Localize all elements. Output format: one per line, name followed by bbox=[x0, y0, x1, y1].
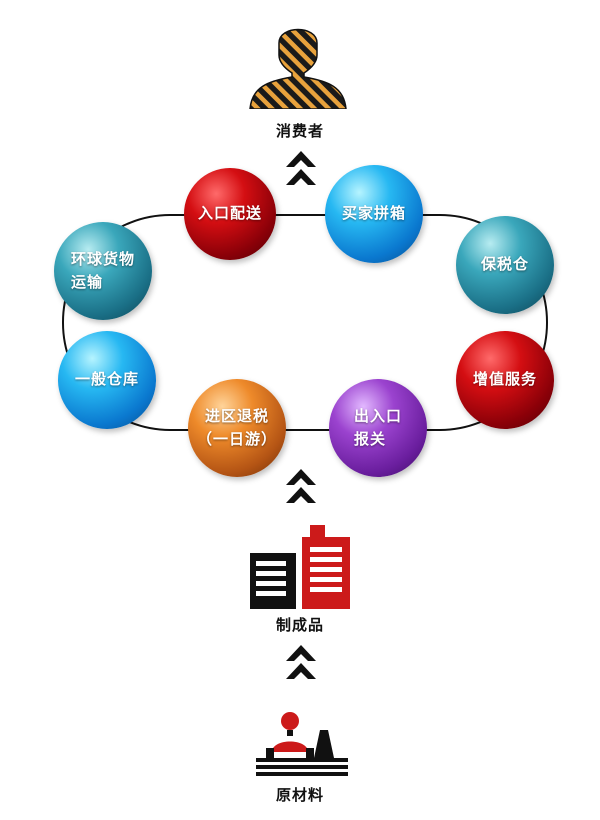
double-chevron-up-icon bbox=[286, 469, 316, 503]
consumer-icon bbox=[249, 28, 347, 109]
double-chevron-up-icon bbox=[286, 645, 316, 679]
service-buyer-consolidation: 买家拼箱 bbox=[325, 165, 423, 263]
service-import-delivery: 入口配送 bbox=[184, 168, 276, 260]
service-import-export-clearance: 出入口 报关 bbox=[329, 379, 427, 477]
service-value-added: 增值服务 bbox=[456, 331, 554, 429]
service-general-warehouse: 一般仓库 bbox=[58, 331, 156, 429]
service-bonded-warehouse: 保税仓 bbox=[456, 216, 554, 314]
finished-goods-label: 制成品 bbox=[275, 616, 325, 634]
factory-buildings-icon bbox=[250, 525, 350, 609]
double-chevron-up-icon bbox=[286, 151, 316, 185]
service-global-freight: 环球货物 运输 bbox=[54, 222, 152, 320]
raw-materials-label: 原材料 bbox=[275, 786, 325, 804]
service-tax-refund: 进区退税 （一日游） bbox=[188, 379, 286, 477]
raw-materials-icon bbox=[256, 712, 348, 776]
consumer-label: 消费者 bbox=[275, 122, 325, 140]
